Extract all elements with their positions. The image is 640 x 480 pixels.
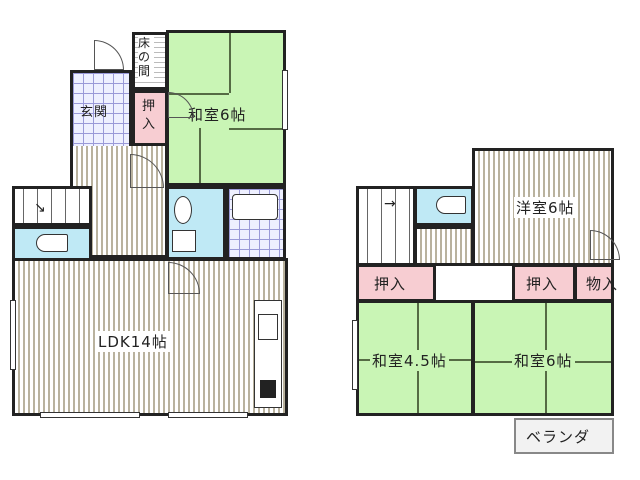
stove-icon	[260, 380, 276, 398]
ldk-window-left	[10, 300, 16, 370]
washitsu-6-label: 和室6帖	[188, 106, 247, 124]
washitsu-45-label: 和室4.5帖	[370, 350, 449, 371]
storage-label: 物入	[586, 275, 619, 293]
stairs-arrow-icon-2: →	[384, 196, 396, 212]
closet-left-label: 押入	[374, 275, 407, 293]
entrance-door-icon	[94, 40, 124, 70]
washitsu-window	[282, 70, 288, 130]
toilet-icon-2	[436, 196, 466, 214]
floor2-window-left	[352, 320, 358, 390]
entrance-room	[70, 70, 132, 150]
toilet-icon	[36, 234, 68, 252]
storage-room	[574, 264, 614, 302]
kitchen-sink-icon	[258, 314, 278, 340]
youshitsu-door-icon	[590, 230, 620, 260]
ldk-window-bottom-left	[40, 412, 140, 418]
closet-left-room	[356, 264, 436, 302]
closet-label: 押入	[142, 99, 156, 132]
sink-icon	[174, 196, 192, 224]
washer-icon	[172, 230, 196, 252]
veranda	[514, 418, 614, 454]
closet-room	[132, 90, 168, 146]
closet-right-label: 押入	[526, 275, 559, 293]
ldk-label: LDK14帖	[96, 331, 170, 352]
hall-2	[414, 226, 474, 266]
washitsu-6-2-label: 和室6帖	[512, 350, 575, 371]
veranda-label: ベランダ	[526, 428, 591, 446]
entrance-label: 玄関	[80, 105, 109, 120]
bathtub-icon	[232, 194, 278, 220]
toilet-room	[12, 226, 92, 262]
ldk-window-bottom-right	[168, 412, 248, 418]
stairs-1	[12, 186, 92, 226]
youshitsu-6-label: 洋室6帖	[514, 197, 577, 218]
tokonoma-label: 床の間	[138, 36, 154, 78]
stairs-arrow-icon: ↘	[34, 200, 46, 216]
